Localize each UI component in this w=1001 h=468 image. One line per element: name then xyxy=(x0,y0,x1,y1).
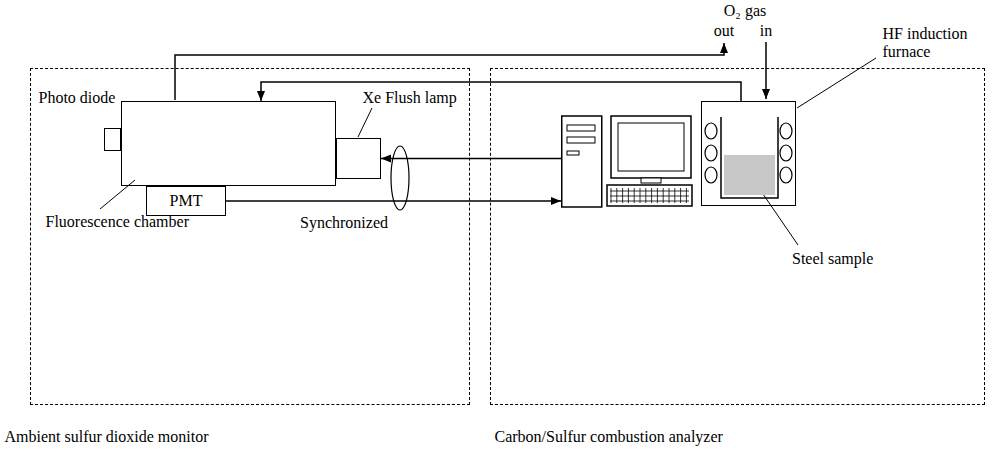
part-label: Carbon/Sulfur combustion analyzer xyxy=(495,428,723,446)
gas-inlet-line xyxy=(765,42,767,99)
crucible: Steel sample xyxy=(720,117,779,199)
signal-arrow xyxy=(261,82,741,101)
box-label: PMT xyxy=(147,187,225,215)
region-box: Fluorescence chamberPhoto diodeXe Flush … xyxy=(30,68,470,405)
part-label: Steel sample xyxy=(792,250,873,268)
sync-label: Synchronized xyxy=(300,214,388,232)
furnace-box: Steel sampleHF induction furnace xyxy=(701,101,796,206)
port-label: out xyxy=(714,22,734,40)
region-box: Steel sampleHF induction furnaceCarbon/S… xyxy=(490,68,985,405)
leader-line xyxy=(358,108,372,137)
leader-line xyxy=(797,58,876,108)
computer-drawing xyxy=(561,113,693,208)
part-label: Ambient sulfur dioxide monitor xyxy=(5,428,209,446)
part-label: Xe Flush lamp xyxy=(363,89,457,107)
crucible-drawing xyxy=(720,117,779,199)
part-label: Photo diode xyxy=(39,89,116,107)
port-label: in xyxy=(760,22,772,40)
box-label-text: PMT xyxy=(170,192,203,210)
chamber-box: Fluorescence chamber xyxy=(121,101,336,186)
photodiode-box: Photo diode xyxy=(104,128,121,151)
gas-label: O₂ gas xyxy=(724,2,766,20)
leader-line xyxy=(100,180,135,209)
signal-arrow xyxy=(381,158,561,160)
lamp-box: Xe Flush lamp xyxy=(336,138,381,179)
pmt-box: PMT xyxy=(146,186,226,216)
computer-icon xyxy=(561,113,693,208)
part-label: HF induction furnace xyxy=(883,25,995,62)
signal-arrow xyxy=(226,200,561,202)
